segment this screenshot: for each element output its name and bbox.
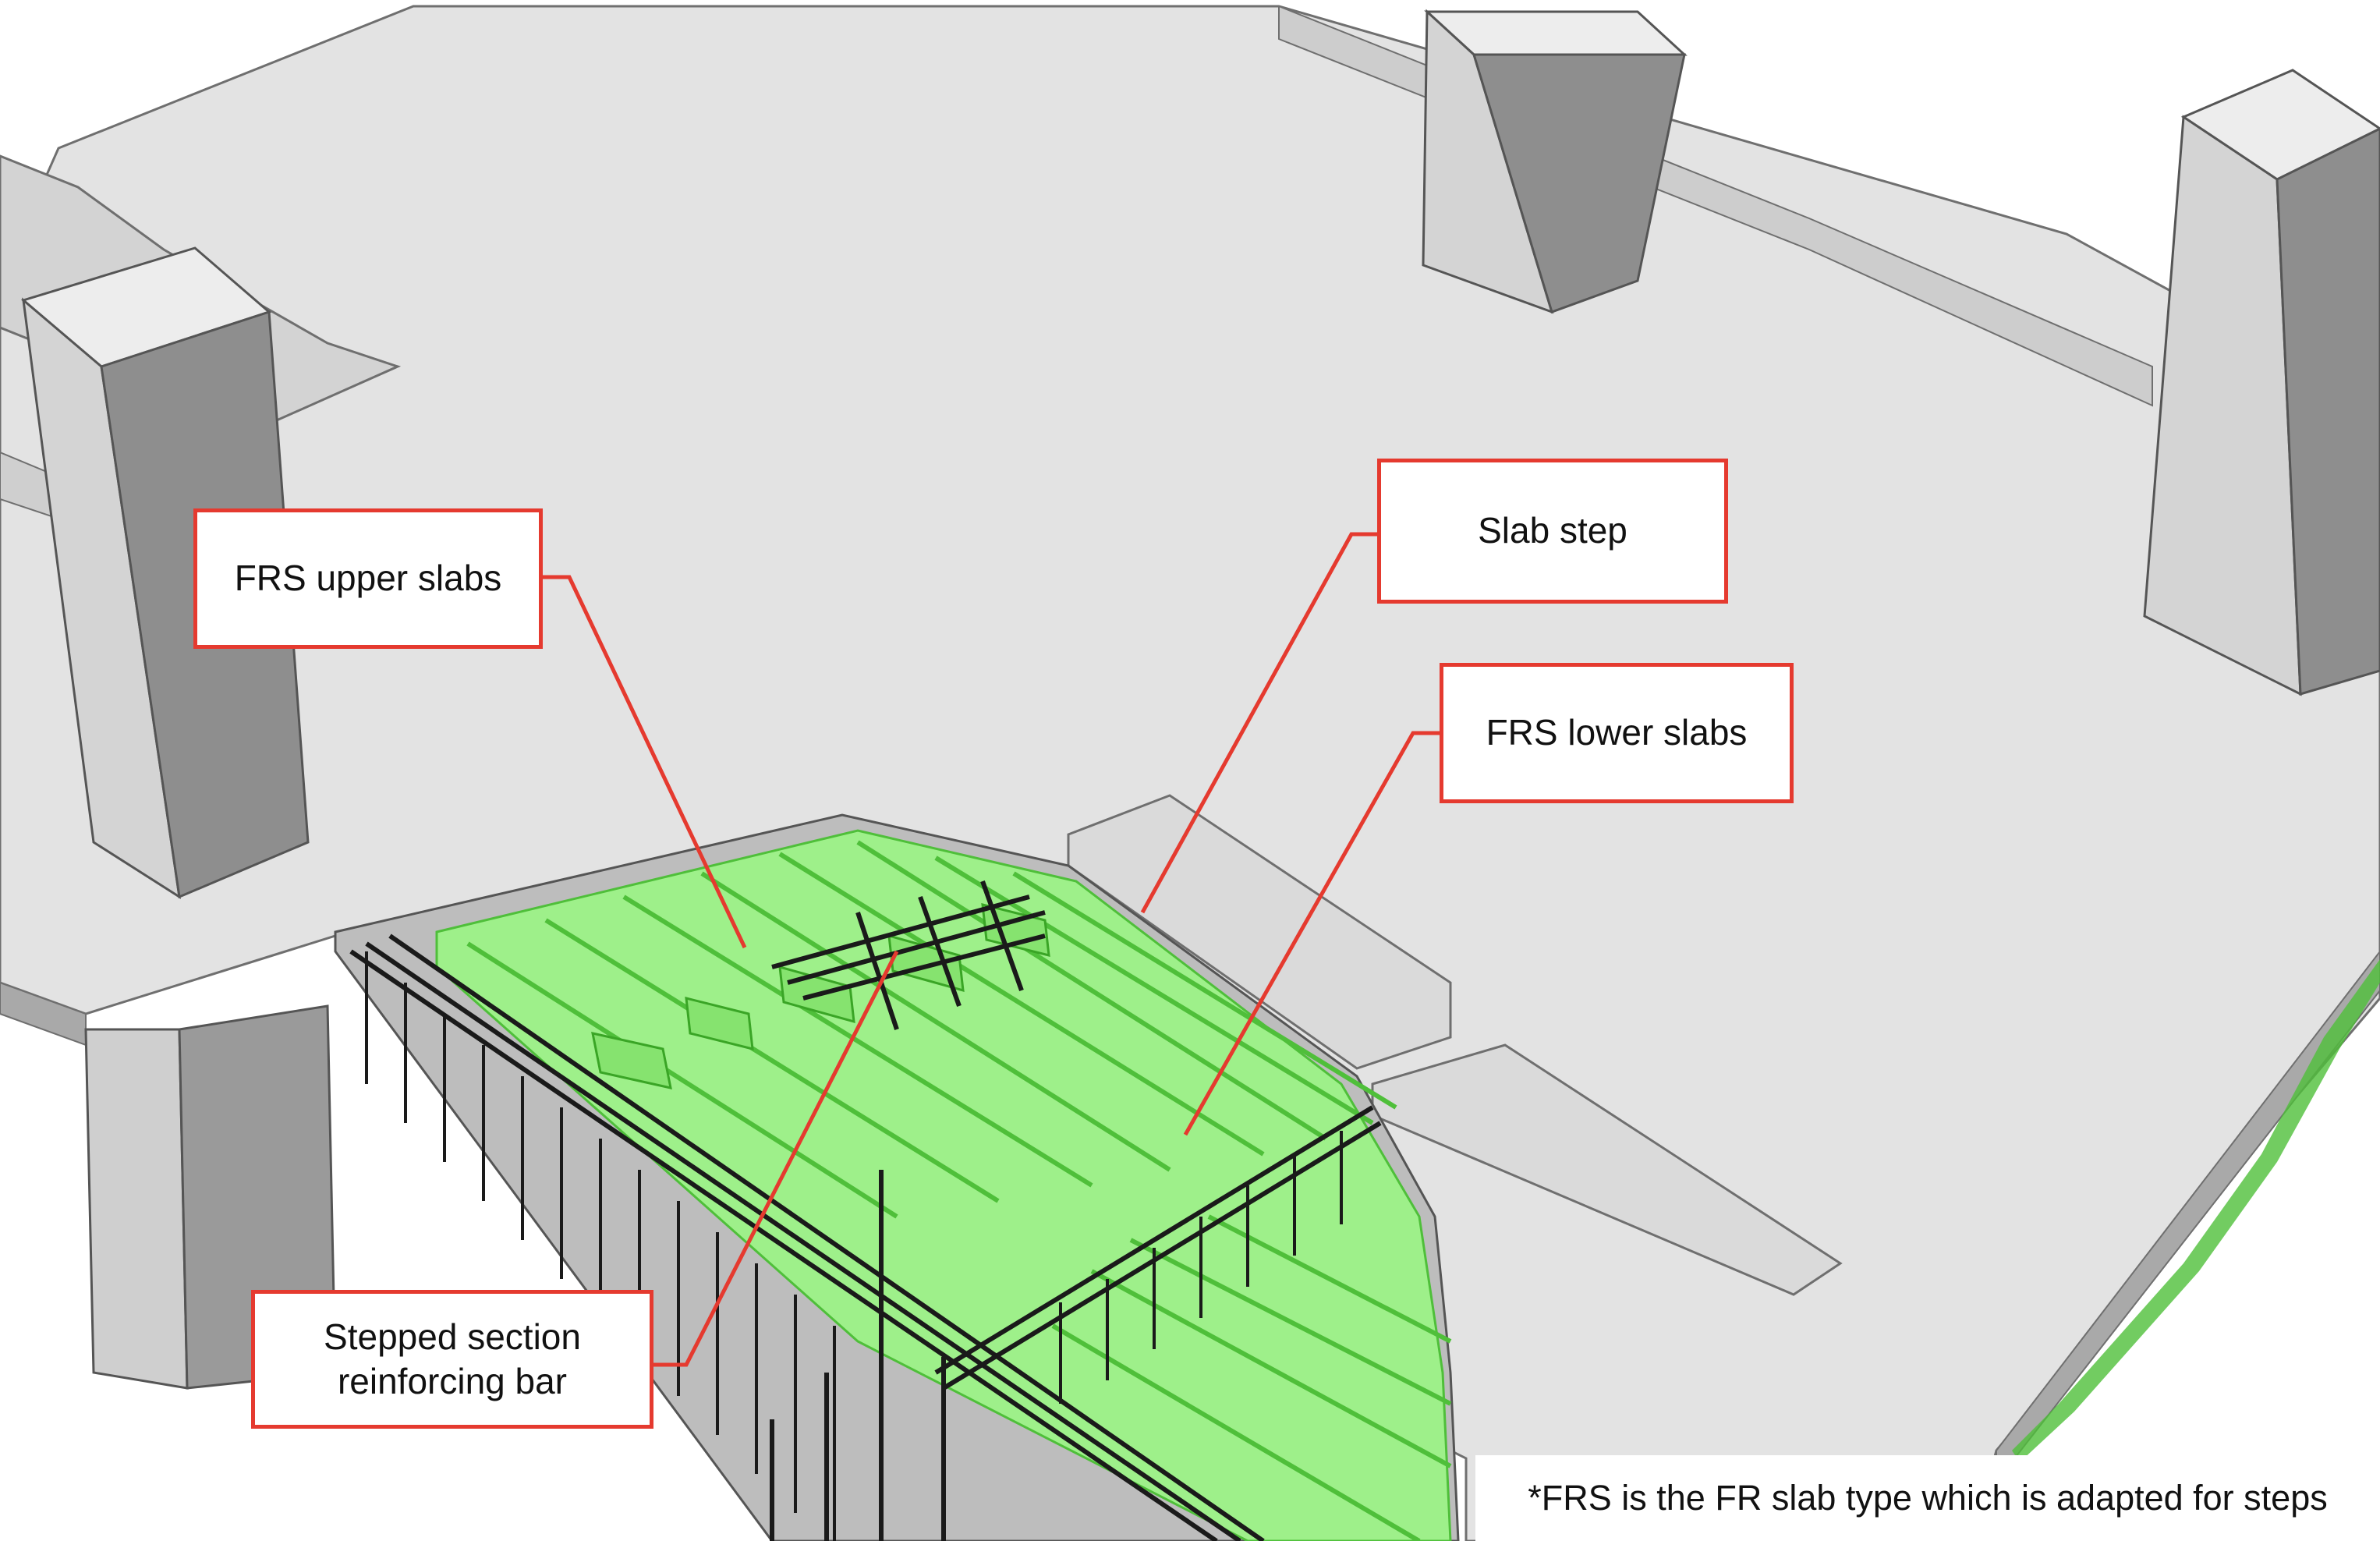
leader-slab-step [1140,532,1379,914]
footnote: *FRS is the FR slab type which is adapte… [1475,1455,2380,1541]
label-stepped-section-reinforcing-bar: Stepped section reinforcing bar [251,1290,653,1429]
label-frs-lower-slabs: FRS lower slabs [1440,663,1794,803]
column-center [1422,9,1688,314]
leader-frs-upper-slabs [541,575,747,949]
label-frs-upper-slabs: FRS upper slabs [193,508,543,649]
leader-lines [541,532,1441,1367]
column-right [2143,69,2380,696]
label-slab-step: Slab step [1377,459,1728,604]
reinforcing-bars [349,880,1382,1541]
leader-frs-lower-slabs [1183,731,1441,1136]
label-stepped-line2: reinforcing bar [337,1361,568,1401]
label-stepped-line1: Stepped section [324,1316,581,1357]
label-slab-step-text: Slab step [1478,510,1627,551]
label-frs-lower-slabs-text: FRS lower slabs [1486,712,1748,753]
label-frs-upper-slabs-text: FRS upper slabs [234,558,502,599]
leader-stepped-section [652,950,899,1367]
